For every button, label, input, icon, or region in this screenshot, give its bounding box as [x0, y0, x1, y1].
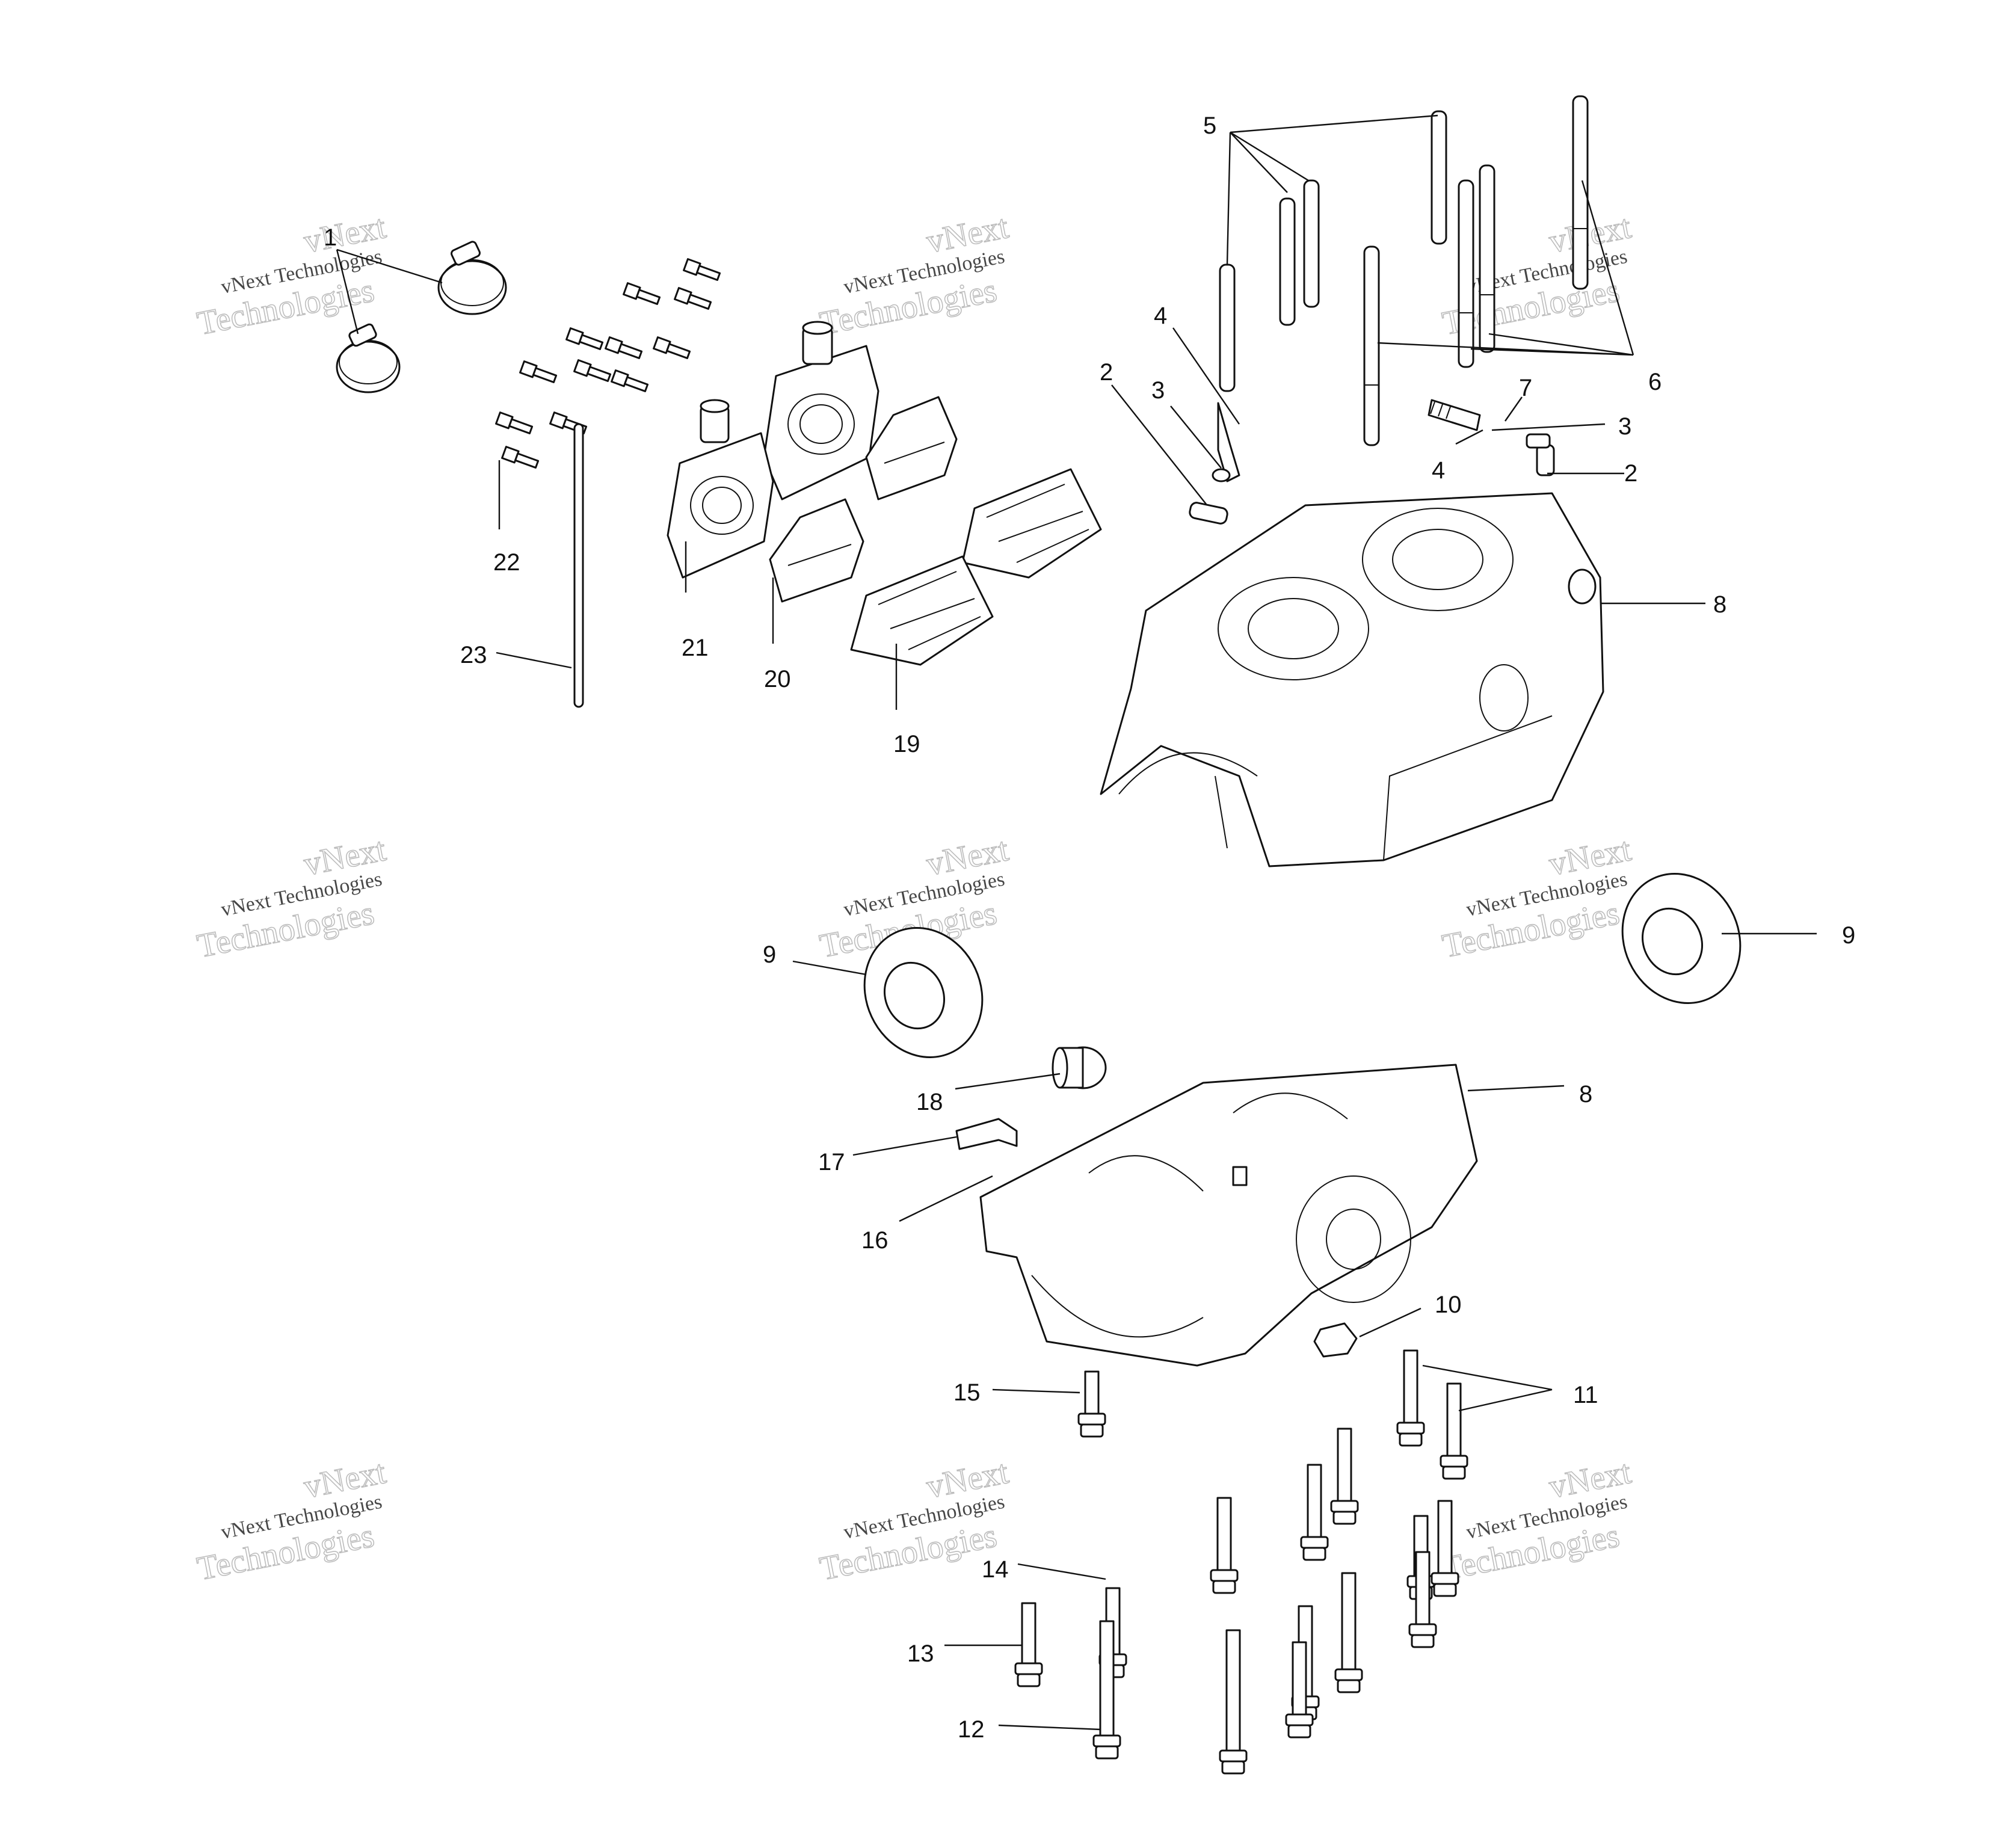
callout-7: 7	[1519, 375, 1532, 401]
callout-11: 11	[1573, 1382, 1598, 1408]
callout-13: 13	[907, 1640, 934, 1667]
callout-9-left: 9	[763, 941, 776, 968]
lower-crankcase[interactable]	[979, 1064, 1478, 1367]
watermark-2: vNext vNext Technologies Technologies	[816, 208, 1012, 343]
oil-line[interactable]	[573, 423, 584, 708]
reed-spacers[interactable]	[769, 396, 958, 603]
leader-lines	[336, 114, 1817, 1731]
fittings[interactable]	[1189, 399, 1555, 525]
callout-2-right: 2	[1624, 460, 1637, 487]
callout-23: 23	[460, 642, 487, 668]
callout-labels: 1 2 2 3 3 4 4 5 6 7 8 8 9 9 10 11 12 13 …	[324, 112, 1855, 1743]
small-bearing[interactable]	[1052, 1046, 1107, 1089]
callout-4-lower: 4	[1432, 457, 1445, 484]
callout-2-left: 2	[1100, 359, 1113, 386]
crank-seals[interactable]	[843, 854, 1761, 1077]
watermark-7: vNext vNext Technologies Technologies	[194, 1453, 389, 1588]
callout-10: 10	[1435, 1292, 1462, 1318]
crankcase-bolts[interactable]	[1014, 1349, 1468, 1775]
callout-16: 16	[861, 1227, 889, 1254]
callout-12: 12	[958, 1716, 985, 1743]
callout-19: 19	[893, 731, 920, 757]
callout-20: 20	[764, 666, 791, 692]
watermark-4: vNext vNext Technologies Technologies	[194, 830, 389, 966]
callout-8-upper: 8	[1713, 591, 1726, 618]
callout-14: 14	[982, 1556, 1009, 1583]
hose-clamps[interactable]	[336, 241, 507, 393]
watermark-6: vNext vNext Technologies Technologies	[1439, 830, 1634, 966]
callout-3-right: 3	[1618, 413, 1631, 440]
callout-8-lower: 8	[1579, 1081, 1592, 1107]
reed-cages[interactable]	[850, 468, 1102, 666]
callout-21: 21	[682, 635, 709, 661]
cylinder-studs[interactable]	[1219, 95, 1589, 446]
callout-5: 5	[1203, 112, 1216, 139]
upper-crankcase[interactable]	[1100, 492, 1604, 867]
callout-17: 17	[818, 1149, 845, 1175]
callout-4-upper: 4	[1154, 303, 1167, 329]
callout-18: 18	[916, 1089, 943, 1115]
watermark-1: vNext vNext Technologies Technologies	[194, 208, 389, 343]
intake-bolts[interactable]	[495, 258, 721, 470]
callout-15: 15	[953, 1379, 981, 1406]
callout-3-left: 3	[1151, 377, 1165, 404]
callout-1: 1	[324, 224, 337, 251]
callout-22: 22	[493, 549, 520, 576]
vent-fitting[interactable]	[955, 1118, 1018, 1150]
callout-9-right: 9	[1842, 922, 1855, 949]
drain-plug[interactable]	[1313, 1322, 1358, 1358]
intake-manifolds[interactable]	[667, 321, 879, 579]
callout-6: 6	[1648, 369, 1662, 395]
